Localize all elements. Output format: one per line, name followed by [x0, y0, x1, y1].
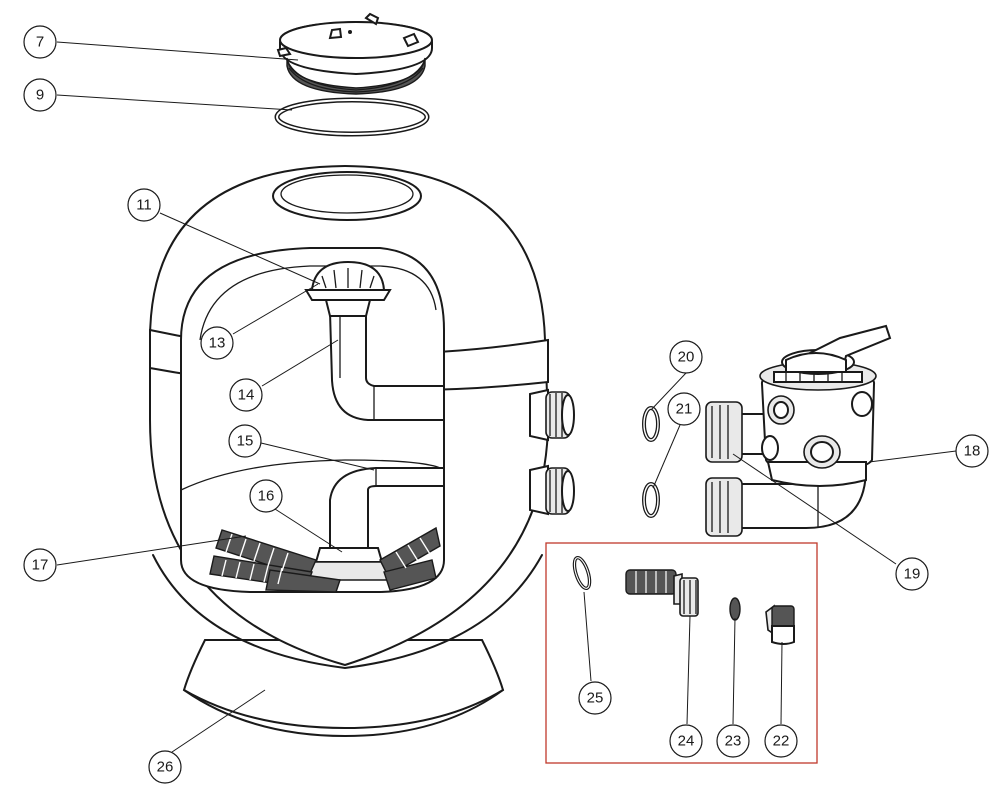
callout-15: 15 — [228, 424, 262, 458]
callout-23: 23 — [716, 724, 750, 758]
callout-label: 26 — [157, 759, 174, 776]
drain-kit-drawing — [572, 555, 795, 645]
callout-21: 21 — [667, 392, 701, 426]
callout-19: 19 — [895, 557, 929, 591]
drain-kit-box — [545, 542, 818, 764]
callout-26: 26 — [148, 750, 182, 784]
side-ports-drawing — [529, 388, 575, 516]
callout-label: 20 — [678, 349, 695, 366]
callout-label: 13 — [209, 335, 226, 352]
callout-7: 7 — [23, 25, 57, 59]
callout-label: 19 — [904, 566, 921, 583]
callout-label: 7 — [36, 34, 44, 51]
callout-25: 25 — [578, 681, 612, 715]
callout-13: 13 — [200, 326, 234, 360]
callout-22: 22 — [764, 724, 798, 758]
callout-16: 16 — [249, 479, 283, 513]
o-rings-drawing — [642, 406, 660, 518]
callout-24: 24 — [669, 724, 703, 758]
callout-11: 11 — [127, 188, 161, 222]
callout-9: 9 — [23, 78, 57, 112]
callout-18: 18 — [955, 434, 989, 468]
callout-20: 20 — [669, 340, 703, 374]
callout-label: 24 — [678, 733, 695, 750]
lid-drawing — [276, 12, 433, 95]
lid-o-ring-drawing — [274, 97, 430, 137]
leader-lines — [56, 41, 957, 753]
callout-label: 16 — [258, 488, 275, 505]
callout-label: 17 — [32, 557, 49, 574]
tank-drawing — [149, 164, 550, 669]
callout-label: 11 — [136, 197, 152, 214]
callout-label: 25 — [587, 690, 604, 707]
callout-14: 14 — [229, 378, 263, 412]
callout-label: 18 — [964, 443, 981, 460]
callout-label: 22 — [773, 733, 790, 750]
callout-label: 21 — [676, 401, 693, 418]
multiport-valve-drawing — [705, 324, 892, 537]
base-drawing — [182, 639, 505, 737]
callout-label: 14 — [238, 387, 255, 404]
callout-17: 17 — [23, 548, 57, 582]
callout-label: 15 — [237, 433, 254, 450]
internal-pipes-drawing — [209, 260, 445, 593]
callout-label: 23 — [725, 733, 742, 750]
callout-label: 9 — [36, 87, 44, 104]
